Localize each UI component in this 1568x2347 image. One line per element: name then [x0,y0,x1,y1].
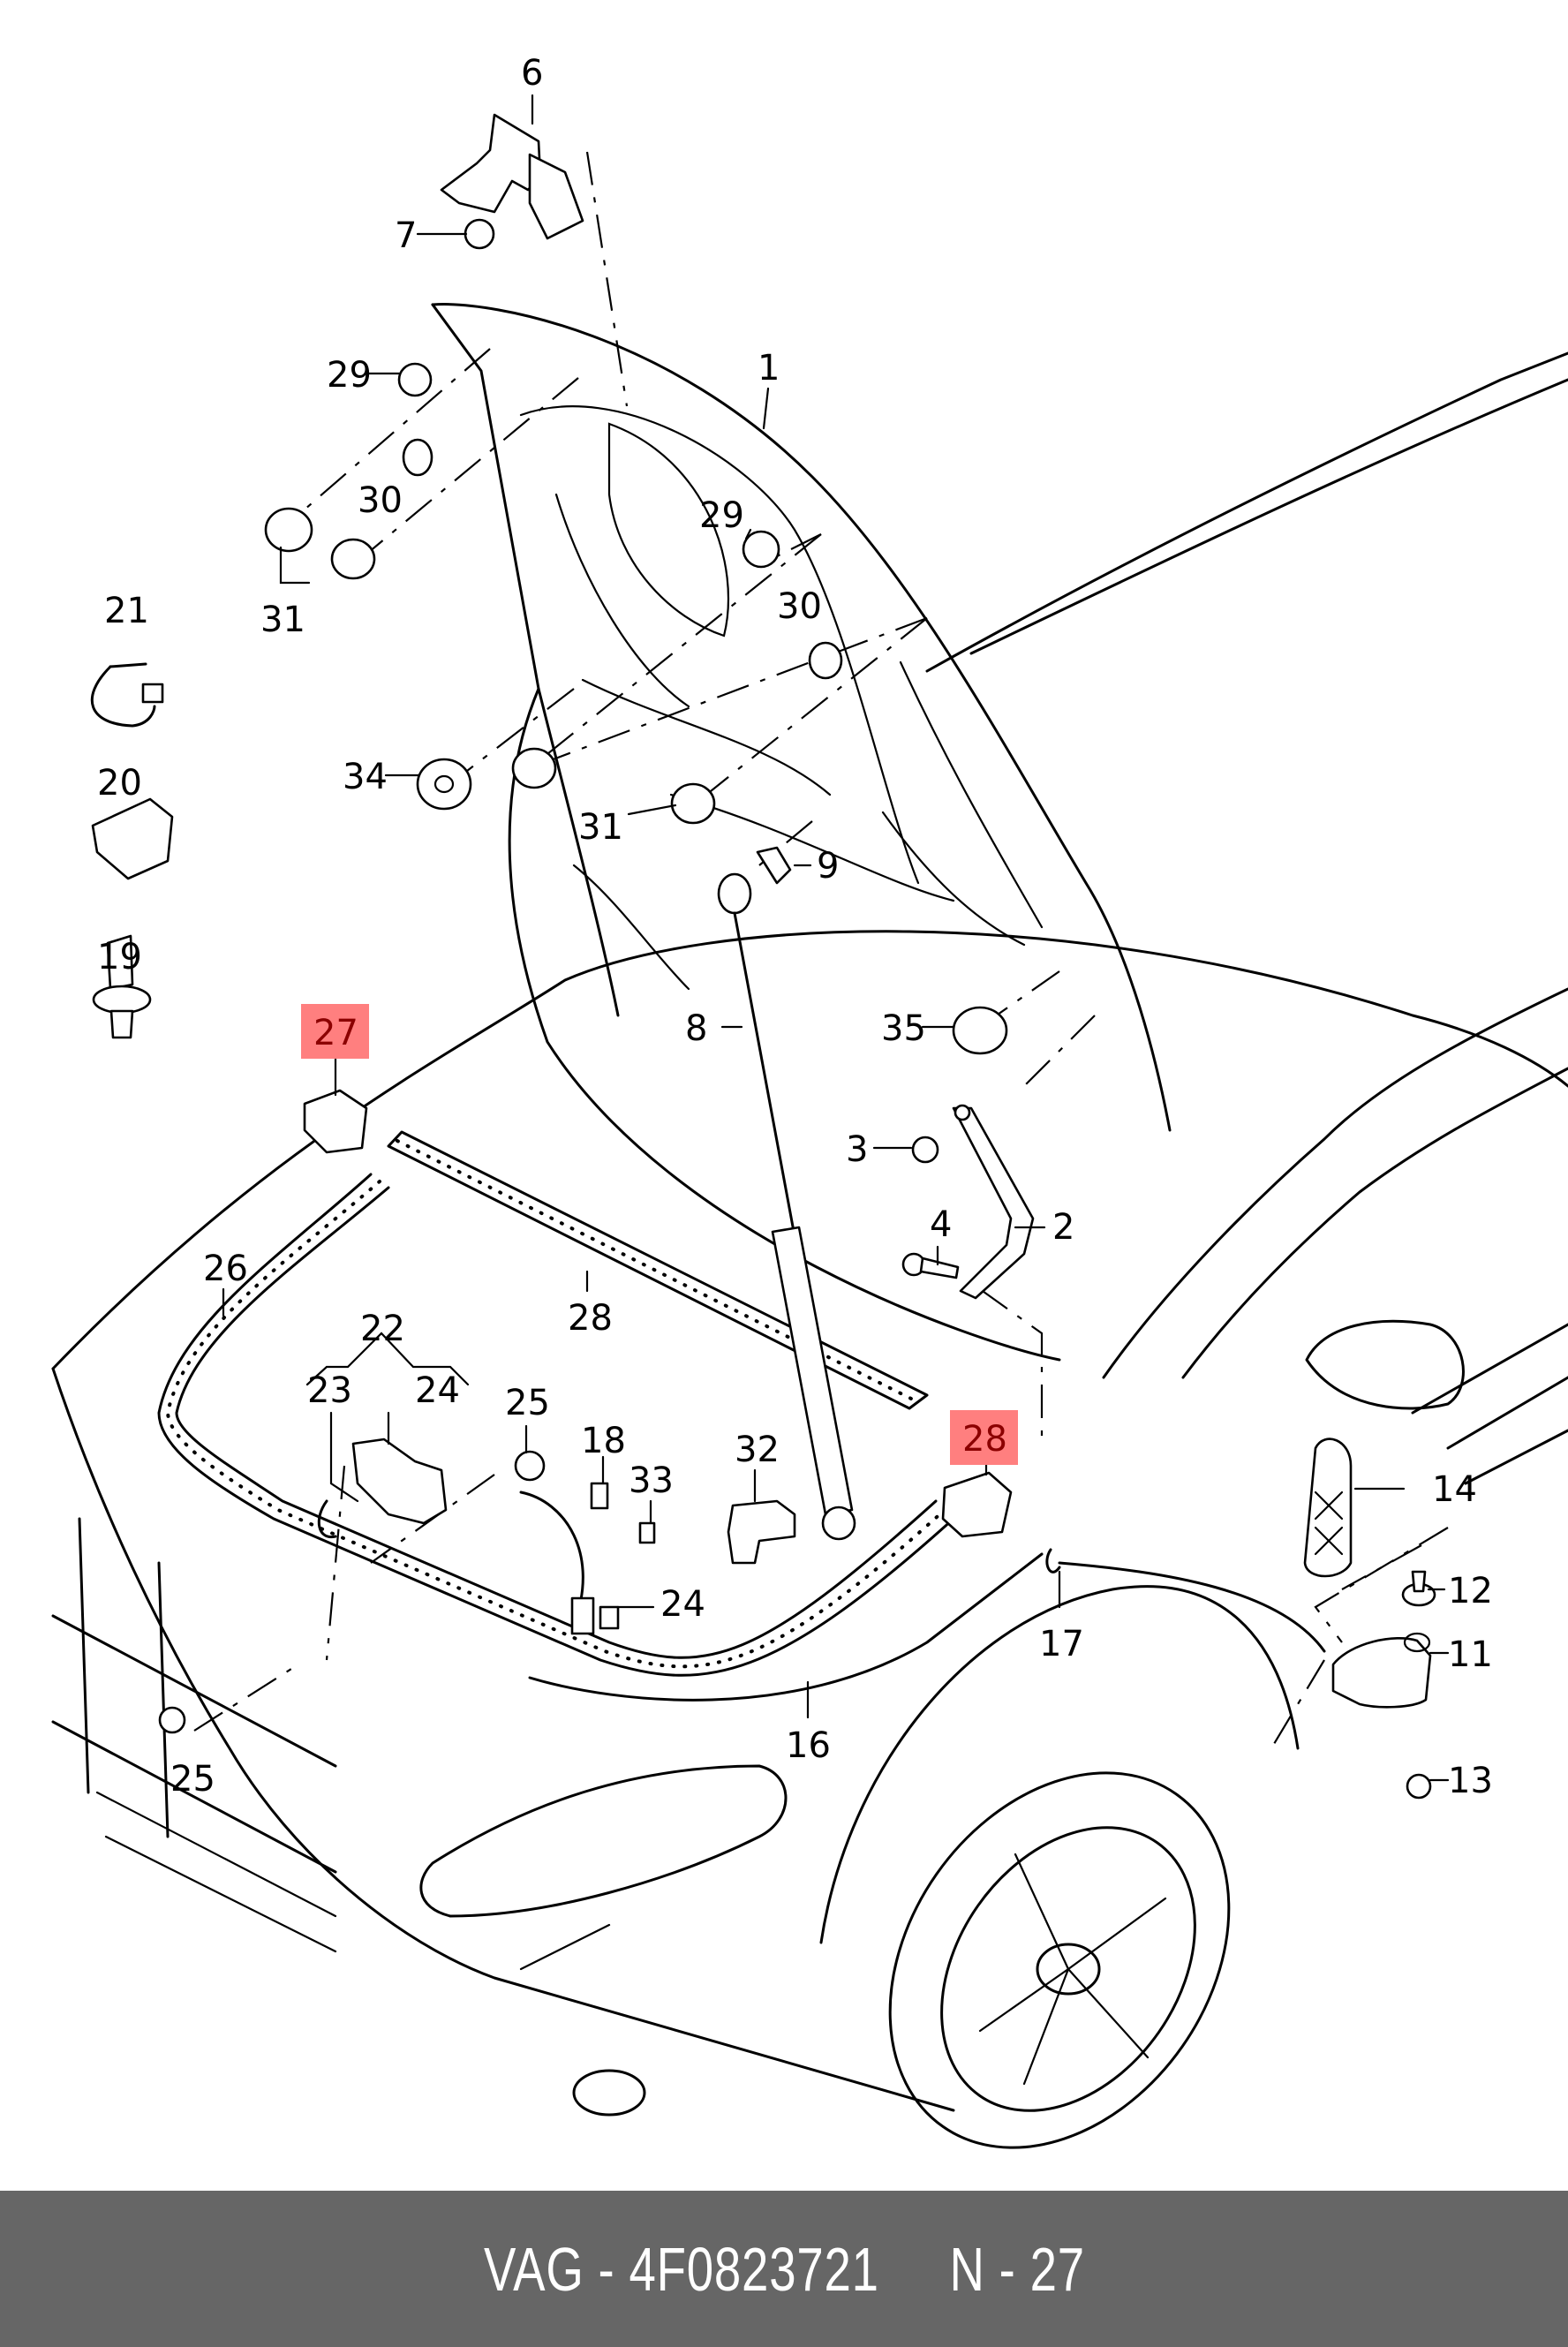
part-4-bolt [901,1252,960,1279]
part-19-clip [590,1482,609,1510]
diagram-canvas: 6 7 29 1 30 29 31 30 21 20 34 31 9 19 8 … [51,53,1568,2149]
hood-panel [431,303,1172,1362]
callout-31a[interactable]: 30 [358,480,403,521]
callout-12[interactable]: 12 [1448,1571,1493,1611]
callout-4[interactable]: 4 [930,1204,952,1245]
part-11-lock [1331,1632,1432,1709]
callout-11[interactable]: 11 [1448,1634,1493,1675]
part-6-hood-latch [440,113,584,240]
part-13-screw [1406,1773,1432,1800]
part-number-caption: VAG - 4F0823721 N - 27 [483,2234,1085,2304]
part-17-cable [528,1548,1326,1702]
callout-26[interactable]: 26 [203,1249,248,1289]
part-35-grommet [952,1006,1008,1055]
callout-1[interactable]: 1 [758,348,780,389]
callout-34[interactable]: 34 [343,757,388,797]
part-2-hinge [952,1104,1035,1300]
part-14-cover [1303,1438,1353,1578]
callout-30b[interactable]: 31 [578,807,623,848]
car-body-outline [51,351,1568,2149]
callout-23[interactable]: 23 [307,1370,352,1411]
part-18-clip [92,934,152,1039]
callout-35[interactable]: 35 [881,1008,926,1049]
part-7-nut [464,218,495,250]
part-22-lock [317,1438,448,1539]
part-12-clip [1401,1570,1436,1607]
callout-28[interactable]: 28 [568,1298,613,1339]
callout-8[interactable]: 8 [685,1008,707,1049]
callout-9[interactable]: 9 [817,846,839,887]
part-21-clamp [90,662,164,728]
callout-31b[interactable]: 30 [777,586,822,627]
callout-2[interactable]: 2 [1052,1207,1074,1248]
part-33-clip [638,1521,656,1544]
callout-19[interactable]: 18 [581,1421,626,1461]
part-32-bracket [727,1499,796,1565]
part-30-buffer [264,507,716,825]
highlight-box-27-left [301,1004,369,1059]
leader-lines [222,94,1450,1782]
callout-7[interactable]: 7 [395,215,417,256]
callout-25a[interactable]: 25 [505,1383,550,1423]
callout-24a[interactable]: 24 [415,1370,460,1411]
gas-strut [717,872,856,1541]
callout-29b[interactable]: 29 [699,495,744,536]
part-20-clip [91,797,174,880]
callout-18[interactable]: 19 [97,937,142,977]
callout-labels: 6 7 29 1 30 29 31 30 21 20 34 31 9 19 8 … [97,53,1493,1801]
callout-20[interactable]: 20 [97,763,142,804]
part-3-nut [911,1136,939,1164]
parts-diagram: 6 7 29 1 30 29 31 30 21 20 34 31 9 19 8 … [51,53,1568,2149]
callout-24b[interactable]: 24 [660,1584,705,1625]
callout-32[interactable]: 32 [735,1430,780,1470]
part-25-bolt [158,1450,546,1734]
callout-30a[interactable]: 31 [260,600,305,640]
seals [157,1130,955,1677]
callout-13[interactable]: 13 [1448,1761,1493,1801]
part-24-connector [519,1490,620,1635]
callout-22[interactable]: 22 [360,1309,405,1349]
callout-21[interactable]: 21 [104,591,149,631]
part-9-clip [756,846,792,885]
assembly-lines [193,151,1449,1749]
callout-27b[interactable]: 28 [962,1419,1007,1460]
callout-27a[interactable]: 27 [313,1013,358,1053]
callout-14[interactable]: 14 [1432,1469,1477,1510]
callout-6[interactable]: 6 [521,53,543,94]
part-34-grommet [416,758,472,811]
highlight-box-27-right [950,1410,1018,1465]
callout-29a[interactable]: 29 [327,355,372,396]
part-27-bracket [303,1089,1013,1538]
callout-16[interactable]: 16 [786,1725,831,1766]
callout-3[interactable]: 3 [846,1129,868,1170]
footer-bar: VAG - 4F0823721 N - 27 [0,2191,1568,2347]
callout-33[interactable]: 33 [629,1460,674,1501]
callout-25b[interactable]: 25 [170,1759,215,1800]
callout-17[interactable]: 17 [1039,1624,1084,1664]
part-31-grommet [402,438,843,680]
part-29-cap [397,362,780,569]
